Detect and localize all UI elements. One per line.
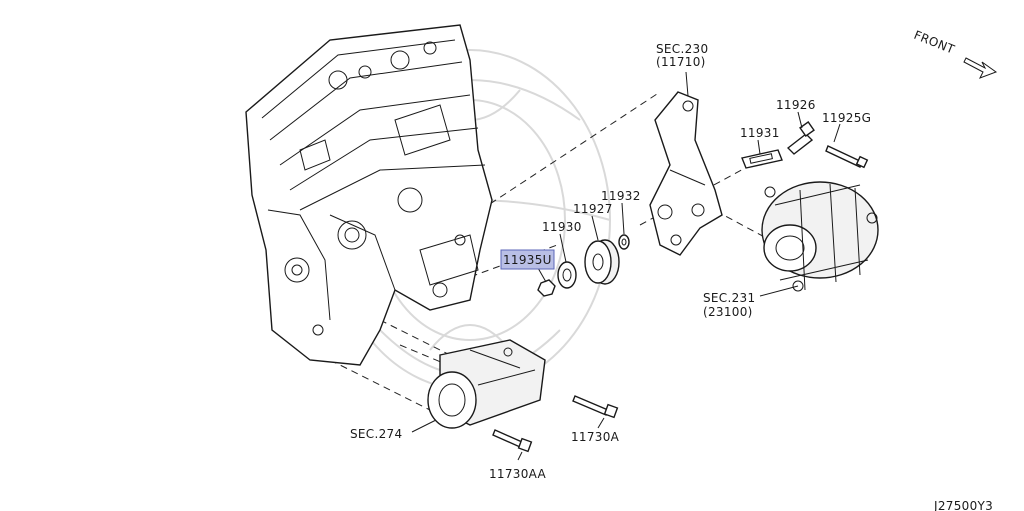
label-11935u[interactable]: 11935U: [503, 253, 552, 267]
label-sec231[interactable]: SEC.231: [703, 291, 755, 305]
alternator: [761, 181, 879, 292]
engine-block: [245, 24, 493, 366]
label-11730aa[interactable]: 11730AA: [489, 467, 547, 481]
ac-compressor: [427, 339, 546, 429]
label-11931[interactable]: 11931: [740, 126, 780, 140]
nut-11935u: [537, 279, 556, 297]
diagram-code: J27500Y3: [933, 499, 993, 511]
label-11730a[interactable]: 11730A: [571, 430, 620, 444]
front-label: FRONT: [912, 28, 957, 57]
label-sec230-ref: (11710): [656, 55, 706, 69]
callout-leaders: [411, 71, 841, 461]
label-sec230[interactable]: SEC.230: [656, 42, 708, 56]
adjusting-bar: [741, 149, 783, 169]
label-11932[interactable]: 11932: [601, 189, 641, 203]
mounting-bracket: [649, 91, 723, 256]
front-arrow-icon: [963, 57, 998, 79]
selected-part-highlight: [500, 249, 555, 270]
label-sec274[interactable]: SEC.274: [350, 427, 402, 441]
label-11930[interactable]: 11930: [542, 220, 582, 234]
washer-11932: [618, 234, 630, 250]
compressor-bolts: [492, 395, 619, 453]
front-orientation-indicator: FRONT: [912, 28, 998, 79]
alternator-bolts: [786, 121, 869, 169]
idler-pulley: [584, 239, 620, 285]
spacer-11930: [557, 261, 577, 289]
label-sec231-ref: (23100): [703, 305, 753, 319]
label-11927[interactable]: 11927: [573, 202, 613, 216]
label-11925g[interactable]: 11925G: [822, 111, 871, 125]
label-11926[interactable]: 11926: [776, 98, 816, 112]
callout-labels: SEC.230 (11710) 11926 11925G 11931 11932…: [350, 42, 993, 511]
